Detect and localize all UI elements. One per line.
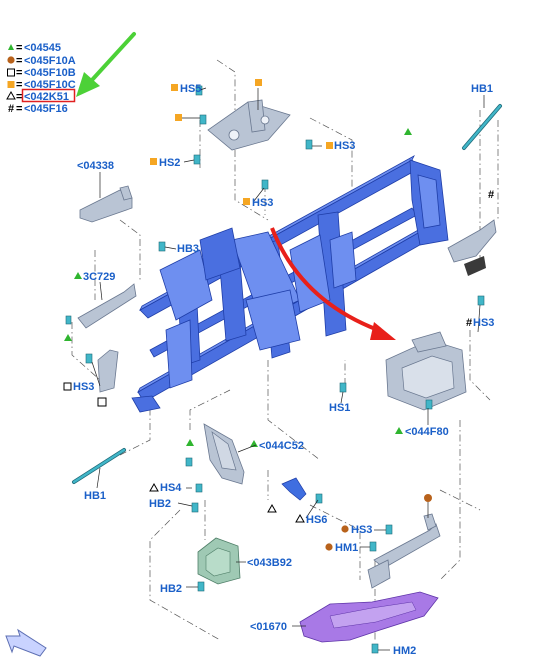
rod-hb1-top <box>462 104 502 150</box>
lower-right-bracket <box>367 513 441 589</box>
callout-hm2: HM2 <box>393 645 416 657</box>
brown-circle-icon <box>7 56 15 64</box>
green-triangle-icon <box>74 272 82 279</box>
callout-hs3: HS3 <box>473 317 494 329</box>
assembly-centerlines <box>71 59 499 641</box>
open-triangle-icon <box>267 503 277 513</box>
legend-code-045f10c: <045F10C <box>24 79 76 91</box>
orange-square-icon <box>150 158 157 165</box>
clip-hs6 <box>281 477 307 501</box>
callout-hb2: HB2 <box>149 498 171 510</box>
highlight-box <box>21 88 76 103</box>
callout-hb1: HB1 <box>471 83 493 95</box>
hash-icon: # <box>8 103 14 115</box>
legend: = <04545 = <045F10A = <045F10B = <045F10… <box>6 42 76 115</box>
orange-square-icon <box>171 84 178 91</box>
legend-eq: = <box>16 42 22 54</box>
open-triangle-icon <box>295 513 305 523</box>
bracket-3c729 <box>77 283 137 329</box>
green-triangle-icon <box>404 128 412 135</box>
hash-icon: # <box>466 317 472 329</box>
green-triangle-icon <box>395 427 403 434</box>
brown-circle-icon <box>424 494 432 502</box>
view-direction-arrow-icon <box>5 628 47 657</box>
red-direction-arrow <box>270 227 396 340</box>
legend-eq: = <box>16 91 22 103</box>
open-square-icon <box>97 397 107 407</box>
callout-hb1: HB1 <box>84 490 106 502</box>
legend-eq: = <box>16 79 22 91</box>
callout-hs3: HS3 <box>73 381 94 393</box>
module-bracket-044f80 <box>385 331 467 411</box>
callout-hs3: HS3 <box>351 524 372 536</box>
legend-code-045f10a: <045F10A <box>24 55 76 67</box>
callout-labels: HS5 HS3 HS2 HS3 HB1 <04338 HB3 3C729 HS3… <box>73 83 494 657</box>
brown-circle-icon <box>341 525 349 533</box>
bracket-04338 <box>79 185 133 223</box>
green-triangle-icon <box>8 44 14 50</box>
orange-square-icon <box>175 114 182 121</box>
callout-01670: <01670 <box>250 621 287 633</box>
callout-hs6: HS6 <box>306 514 327 526</box>
legend-code-042k51: <042K51 <box>24 91 69 103</box>
callout-hb3: HB3 <box>177 243 199 255</box>
callout-04338: <04338 <box>77 160 114 172</box>
orange-square-icon <box>243 198 250 205</box>
left-small-bracket <box>97 349 119 393</box>
callout-hs3: HS3 <box>334 140 355 152</box>
orange-square-icon <box>255 79 262 86</box>
callout-symbols: # # <box>63 79 494 551</box>
shield-01670 <box>299 591 439 643</box>
callout-hs2: HS2 <box>159 157 180 169</box>
callout-hs1: HS1 <box>329 402 350 414</box>
right-mount-bracket <box>447 219 497 276</box>
callout-hs4: HS4 <box>160 482 182 494</box>
open-square-icon <box>63 382 72 391</box>
plate-043b92 <box>197 537 241 585</box>
bracket-044c52 <box>203 423 245 485</box>
legend-code-04545: <04545 <box>24 42 61 54</box>
rod-hb1-bottom <box>72 448 126 484</box>
legend-code-045f10b: <045F10B <box>24 67 76 79</box>
green-triangle-icon <box>64 334 72 341</box>
leader-lines <box>91 87 485 651</box>
callout-044f80: <044F80 <box>405 426 449 438</box>
legend-eq: = <box>16 55 22 67</box>
fasteners <box>65 85 485 654</box>
upper-mount-bracket <box>207 99 291 151</box>
hash-icon: # <box>488 189 494 201</box>
callout-044c52: <044C52 <box>259 440 304 452</box>
brown-circle-icon <box>325 543 333 551</box>
callout-hb2: HB2 <box>160 583 182 595</box>
cross-car-beam <box>131 155 449 413</box>
green-pointer-arrow <box>76 32 136 97</box>
open-triangle-icon <box>149 482 159 492</box>
orange-square-icon <box>326 142 333 149</box>
callout-043b92: <043B92 <box>247 557 292 569</box>
callout-hm1: HM1 <box>335 542 358 554</box>
callout-3c729: 3C729 <box>83 271 115 283</box>
orange-square-icon <box>7 81 15 88</box>
open-square-icon <box>7 68 15 77</box>
green-triangle-icon <box>186 439 194 446</box>
open-triangle-icon <box>6 90 16 100</box>
legend-code-045f16: <045F16 <box>24 103 68 115</box>
legend-eq: = <box>16 67 22 79</box>
callout-hs5: HS5 <box>180 83 201 95</box>
legend-eq: = <box>16 103 22 115</box>
callout-hs3: HS3 <box>252 197 273 209</box>
